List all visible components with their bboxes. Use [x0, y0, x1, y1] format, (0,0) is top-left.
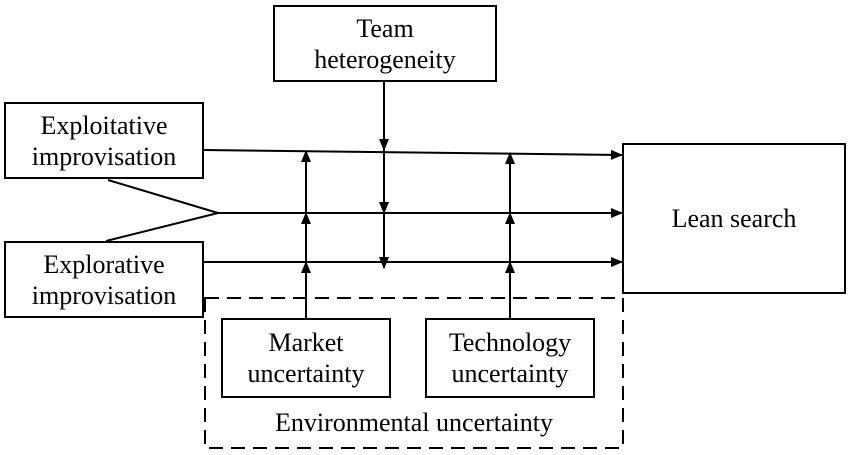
team-heterogeneity-label-line1: Team [356, 13, 414, 43]
interaction-line-explorative [105, 212, 219, 242]
explorative-label-line1: Explorative [43, 249, 165, 279]
technology-label-line1: Technology [448, 328, 572, 357]
technology-label-line2: uncertainty [451, 359, 569, 388]
team-heterogeneity-box: Team heterogeneity [273, 5, 497, 82]
explorative-label-line2: improvisation [31, 280, 177, 310]
exploitative-label-line2: improvisation [31, 141, 177, 171]
market-uncertainty-box: Market uncertainty [221, 318, 391, 398]
market-label-line1: Market [268, 328, 344, 357]
technology-uncertainty-box: Technology uncertainty [425, 318, 595, 398]
environmental-uncertainty-label: Environmental uncertainty [275, 408, 553, 437]
arrow-exploitative-to-lean [203, 149, 623, 160]
environmental-uncertainty-group [204, 297, 624, 449]
lean-search-box: Lean search [622, 143, 846, 294]
lean-search-label: Lean search [671, 204, 797, 233]
team-heterogeneity-label-line2: heterogeneity [314, 44, 456, 74]
exploitative-label-line1: Exploitative [40, 110, 168, 140]
interaction-line-exploitative [107, 179, 219, 214]
market-label-line2: uncertainty [247, 359, 365, 388]
exploitative-improvisation-box: Exploitative improvisation [4, 102, 204, 179]
explorative-improvisation-box: Explorative improvisation [4, 241, 204, 318]
